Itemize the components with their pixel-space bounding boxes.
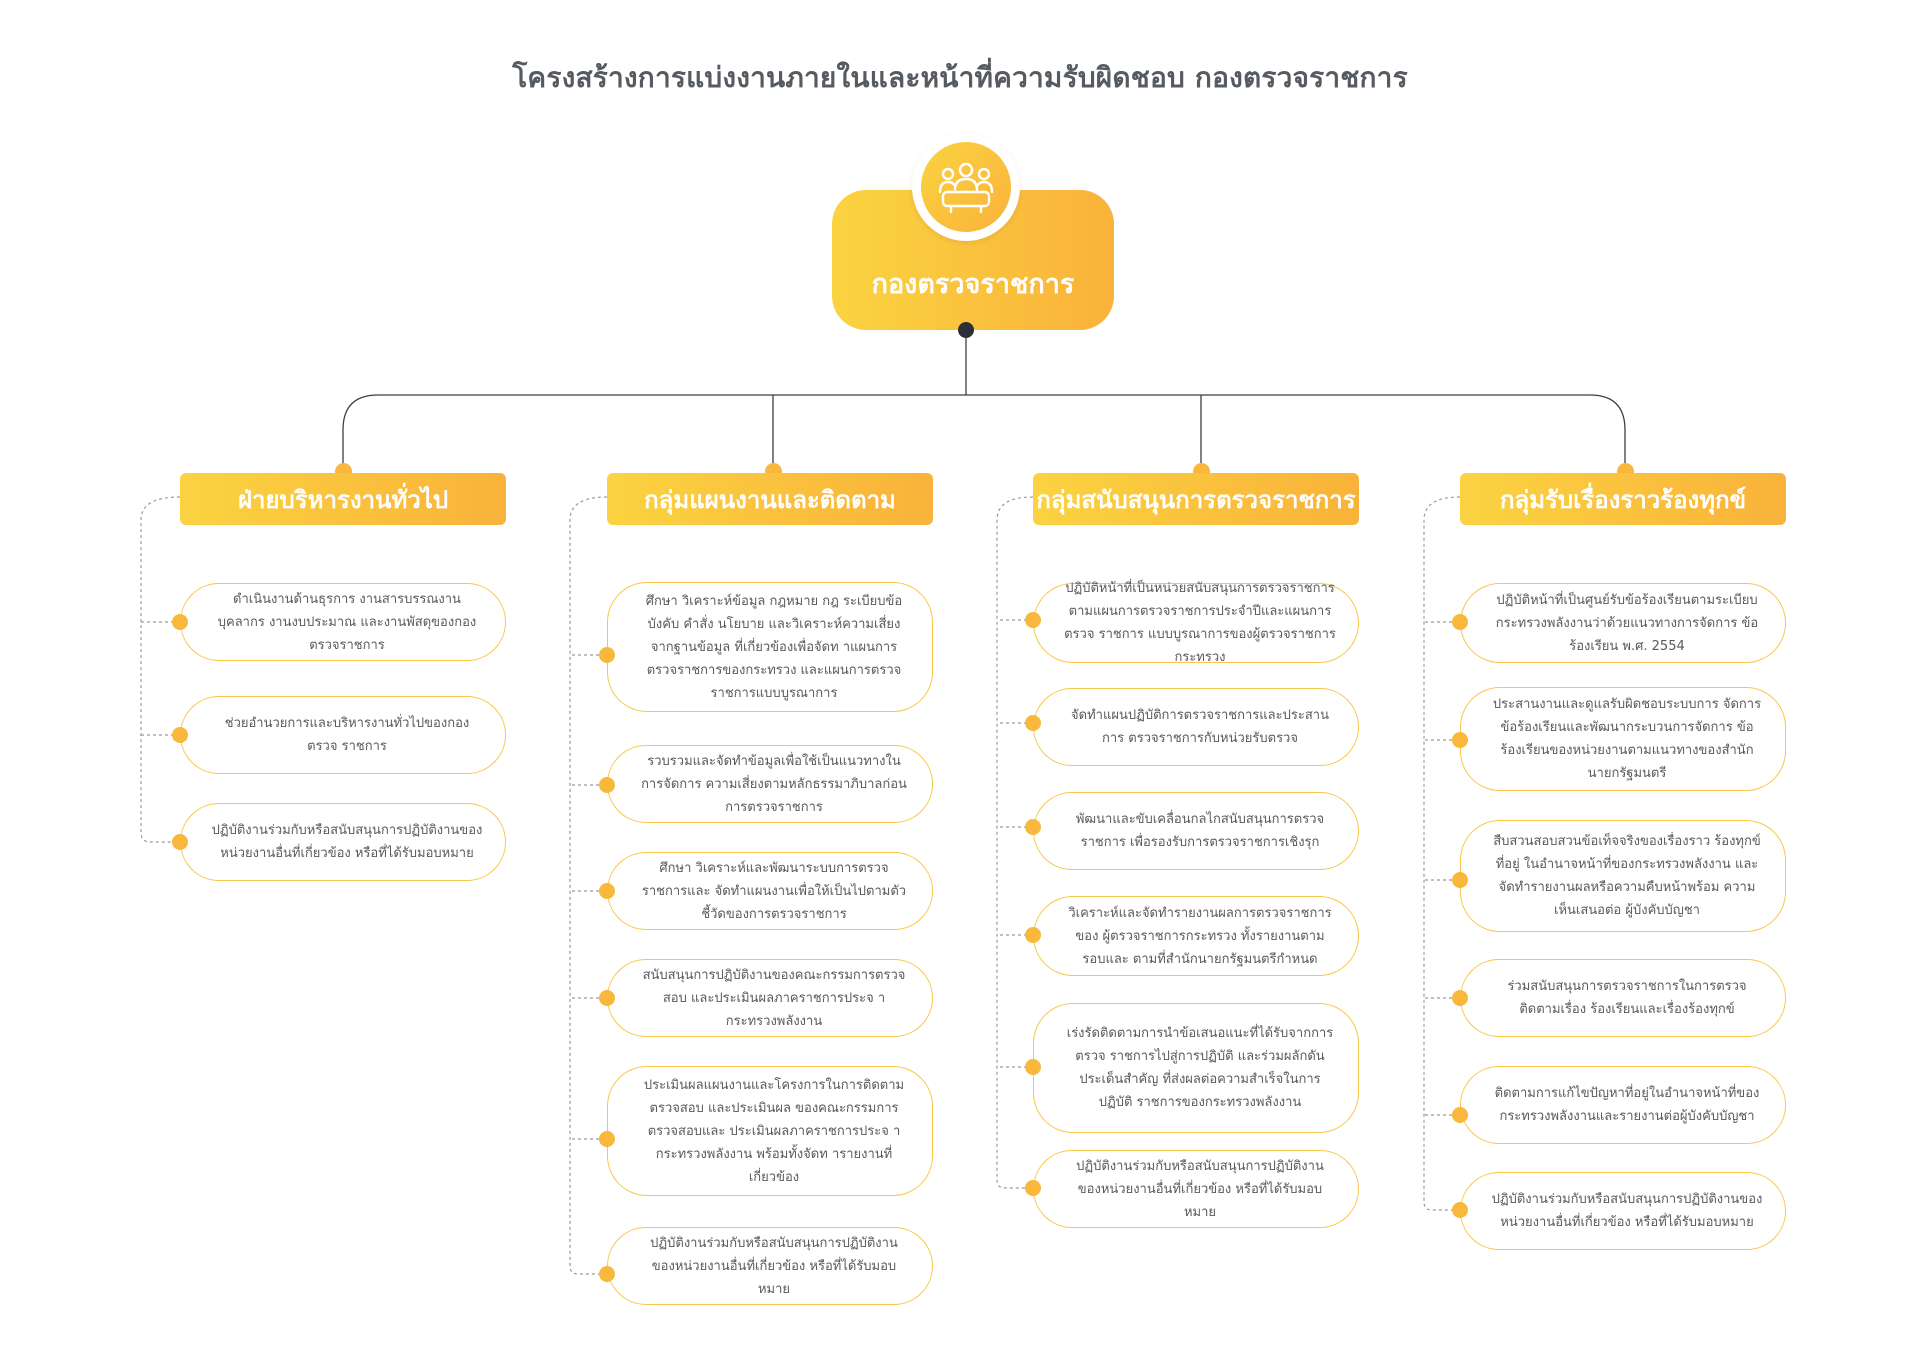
bullet-dot [1025,1059,1041,1075]
duty-card: วิเคราะห์และจัดทำรายงานผลการตรวจราชการขอ… [1033,896,1359,976]
bullet-dot [599,1131,615,1147]
duty-card: ปฏิบัติงานร่วมกับหรือสนับสนุนการปฏิบัติง… [607,1227,933,1305]
duty-card: ประสานงานและดูแลรับผิดชอบระบบการ จัดการข… [1460,687,1786,791]
bullet-dot [1452,614,1468,630]
bullet-dot [172,727,188,743]
bullet-dot [1025,715,1041,731]
duty-card: ปฏิบัติงานร่วมกับหรือสนับสนุนการปฏิบัติง… [1033,1150,1359,1228]
column-header-complaints: กลุ่มรับเรื่องราวร้องทุกข์ [1460,473,1786,525]
duty-card: ปฏิบัติหน้าที่เป็นศูนย์รับข้อร้องเรียนตา… [1460,583,1786,663]
duty-card: ปฏิบัติงานร่วมกับหรือสนับสนุนการปฏิบัติง… [180,803,506,881]
bullet-dot [1452,1107,1468,1123]
column-header-general-admin: ฝ่ายบริหารงานทั่วไป [180,473,506,525]
root-icon-ring [912,133,1020,241]
duty-card: รวบรวมและจัดทำข้อมูลเพื่อใช้เป็นแนวทางใน… [607,745,933,823]
duty-card: ปฏิบัติหน้าที่เป็นหน่วยสนับสนุนการตรวจรา… [1033,581,1359,665]
bullet-dot [599,777,615,793]
duty-card: ประเมินผลแผนงานและโครงการในการติดตามตรวจ… [607,1066,933,1196]
duty-card: ดำเนินงานด้านธุรการ งานสารบรรณงานบุคลากร… [180,583,506,661]
page-title: โครงสร้างการแบ่งงานภายในและหน้าที่ความรั… [512,61,1408,94]
duty-card: ติดตามการแก้ไขปัญหาที่อยู่ในอำนาจหน้าที่… [1460,1066,1786,1144]
meeting-people-icon [921,142,1011,232]
duty-card: ปฏิบัติงานร่วมกับหรือสนับสนุนการปฏิบัติง… [1460,1172,1786,1250]
bullet-dot [172,614,188,630]
bullet-dot [1452,1202,1468,1218]
duty-card: จัดทำแผนปฏิบัติการตรวจราชการและประสานการ… [1033,688,1359,766]
duty-card: สนับสนุนการปฏิบัติงานของคณะกรรมการตรวจสอ… [607,959,933,1037]
bullet-dot [1025,927,1041,943]
duty-card: สืบสวนสอบสวนข้อเท็จจริงของเรื่องราว ร้อง… [1460,820,1786,932]
bullet-dot [1452,732,1468,748]
column-header-inspection-support: กลุ่มสนับสนุนการตรวจราชการ [1033,473,1359,525]
duty-card: ร่วมสนับสนุนการตรวจราชการในการตรวจติดตาม… [1460,959,1786,1037]
root-label: กองตรวจราชการ [871,269,1075,300]
bullet-dot [1452,872,1468,888]
duty-card: ศึกษา วิเคราะห์และพัฒนาระบบการตรวจราชการ… [607,852,933,930]
bullet-dot [599,1266,615,1282]
bullet-dot [599,647,615,663]
root-connector-dot [958,322,974,338]
duty-card: ช่วยอำนวยการและบริหารงานทั่วไปของกองตรวจ… [180,696,506,774]
column-header-planning: กลุ่มแผนงานและติดตาม [607,473,933,525]
bullet-dot [1025,1180,1041,1196]
duty-card: เร่งรัดติดตามการนำข้อเสนอแนะที่ได้รับจาก… [1033,1003,1359,1133]
bullet-dot [1025,612,1041,628]
bullet-dot [599,883,615,899]
duty-card: พัฒนาและขับเคลื่อนกลไกสนับสนุนการตรวจราช… [1033,792,1359,870]
bullet-dot [599,990,615,1006]
duty-card: ศึกษา วิเคราะห์ข้อมูล กฎหมาย กฎ ระเบียบข… [607,582,933,712]
bullet-dot [1025,819,1041,835]
bullet-dot [172,834,188,850]
bullet-dot [1452,990,1468,1006]
